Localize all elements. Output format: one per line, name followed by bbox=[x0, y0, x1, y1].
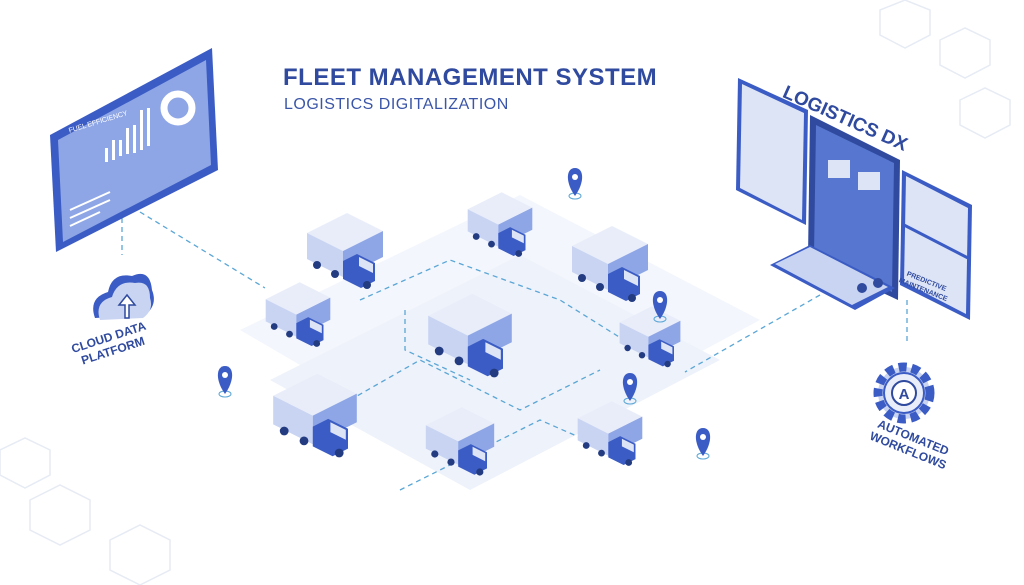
page-title: FLEET MANAGEMENT SYSTEM bbox=[283, 64, 658, 91]
truck-icon bbox=[273, 373, 357, 458]
page-subtitle: LOGISTICS DIGITALIZATION bbox=[284, 96, 509, 113]
bar-chart-icon bbox=[105, 108, 150, 162]
truck-icon bbox=[467, 192, 533, 257]
truck-icon bbox=[619, 306, 681, 368]
connection-lines bbox=[121, 211, 908, 491]
analytics-tablet bbox=[50, 48, 218, 252]
automation-gear-icon: A bbox=[873, 362, 935, 424]
truck-icon bbox=[428, 293, 512, 378]
pie-chart-icon bbox=[160, 90, 196, 126]
location-pin-icon bbox=[622, 373, 638, 405]
location-pin-icon bbox=[652, 291, 668, 323]
cloud-upload-icon bbox=[93, 273, 154, 320]
svg-text:A: A bbox=[899, 386, 910, 403]
truck-icon bbox=[425, 407, 495, 476]
truck-icon bbox=[307, 213, 383, 289]
truck-icon bbox=[265, 282, 331, 347]
location-pin-icon bbox=[217, 366, 233, 398]
truck-icon bbox=[577, 401, 643, 466]
logistics-dx-console bbox=[736, 78, 972, 320]
location-pin-icon bbox=[695, 428, 711, 460]
truck-icon bbox=[572, 226, 648, 302]
location-pin-icon bbox=[567, 168, 583, 200]
